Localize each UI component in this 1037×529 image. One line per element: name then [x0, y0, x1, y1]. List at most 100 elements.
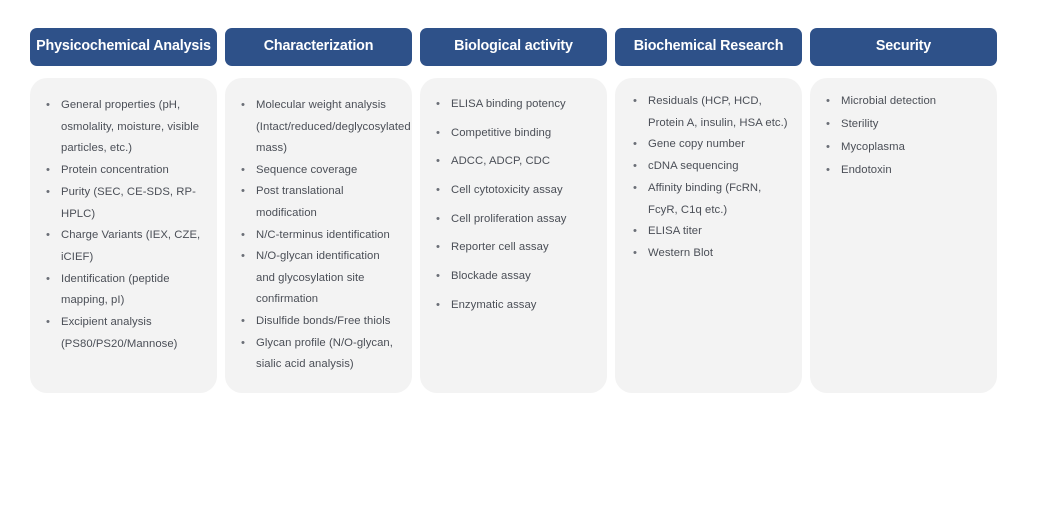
column-card-biological-activity: • ELISA binding potency • Competitive bi… [420, 78, 607, 393]
bullet-dot-icon: • [436, 212, 441, 225]
list-item: • Disulfide bonds/Free thiols [237, 311, 400, 333]
list-item-label: ELISA titer [648, 225, 702, 238]
list-item: • Endotoxin [822, 160, 985, 182]
bullet-dot-icon: • [633, 160, 638, 173]
list-item: • Western Blot [629, 243, 790, 265]
category-column-characterization: Characterization • Molecular weight anal… [225, 28, 412, 393]
list-item: • Cell proliferation assay [432, 209, 595, 231]
bullet-dot-icon: • [826, 164, 831, 176]
column-card-characterization: • Molecular weight analysis (Intact/redu… [225, 78, 412, 393]
column-header-characterization[interactable]: Characterization [225, 28, 412, 66]
list-item-label: Glycan profile (N/O-glycan, sialic acid … [256, 336, 393, 371]
bullet-dot-icon: • [241, 314, 246, 327]
bullet-dot-icon: • [241, 99, 246, 111]
column-header-biochemical-research[interactable]: Biochemical Research [615, 28, 802, 66]
list-item-label: Protein concentration [61, 164, 169, 177]
list-item-label: Sterility [841, 118, 879, 130]
list-item-label: cDNA sequencing [648, 160, 739, 173]
bullet-dot-icon: • [46, 272, 51, 285]
list-item-label: Excipient analysis (PS80/PS20/Mannose) [61, 316, 178, 350]
column-card-physicochemical-analysis: • General properties (pH, osmolality, mo… [30, 78, 217, 393]
bullet-dot-icon: • [436, 298, 441, 311]
bullet-list: • ELISA binding potency • Competitive bi… [432, 94, 595, 316]
column-header-physicochemical-analysis[interactable]: Physicochemical Analysis [30, 28, 217, 66]
bullet-dot-icon: • [46, 99, 51, 111]
list-item-label: ELISA binding potency [451, 98, 566, 110]
bullet-list: • Molecular weight analysis (Intact/redu… [237, 95, 411, 376]
column-header-label: Biochemical Research [633, 38, 784, 55]
bullet-dot-icon: • [826, 141, 831, 153]
column-header-biological-activity[interactable]: Biological activity [420, 28, 607, 66]
bullet-dot-icon: • [633, 138, 638, 151]
list-item-label: ADCC, ADCP, CDC [451, 155, 551, 168]
bullet-dot-icon: • [436, 270, 441, 283]
list-item: • Cell cytotoxicity assay [432, 180, 595, 202]
list-item-label: Disulfide bonds/Free thiols [256, 314, 391, 327]
bullet-dot-icon: • [633, 225, 638, 238]
list-item: • Identification (peptide mapping, pI) [42, 269, 205, 312]
list-item-label: Endotoxin [841, 164, 892, 176]
list-item: • ELISA binding potency [432, 94, 595, 116]
list-item-label: Blockade assay [451, 270, 531, 283]
column-header-security[interactable]: Security [810, 28, 997, 66]
list-item-label: Cell cytotoxicity assay [451, 184, 563, 197]
list-item: • Sequence coverage [237, 160, 400, 182]
category-column-biological-activity: Biological activity • ELISA binding pote… [420, 28, 607, 393]
list-item-label: Residuals (HCP, HCD, Protein A, insulin,… [648, 95, 788, 129]
bullet-list: • Microbial detection • Sterility • Myco… [822, 91, 985, 182]
list-item: • Charge Variants (IEX, CZE, iCIEF) [42, 225, 205, 268]
list-item-label: Identification (peptide mapping, pI) [61, 272, 170, 307]
bullet-dot-icon: • [436, 98, 441, 110]
column-card-security: • Microbial detection • Sterility • Myco… [810, 78, 997, 393]
bullet-dot-icon: • [633, 246, 638, 259]
list-item: • Sterility [822, 114, 985, 136]
bullet-dot-icon: • [241, 185, 246, 198]
list-item-label: Molecular weight analysis (Intact/reduce… [256, 99, 411, 155]
bullet-dot-icon: • [436, 155, 441, 168]
bullet-dot-icon: • [46, 316, 51, 329]
list-item: • Affinity binding (FcRN, FcyR, C1q etc.… [629, 178, 790, 221]
column-header-label: Security [875, 38, 932, 55]
bullet-dot-icon: • [241, 250, 246, 263]
list-item-label: N/C-terminus identification [256, 228, 390, 241]
bullet-dot-icon: • [436, 241, 441, 254]
bullet-dot-icon: • [241, 163, 246, 176]
list-item-label: Competitive binding [451, 126, 552, 139]
bullet-dot-icon: • [826, 95, 831, 107]
bullet-list: • General properties (pH, osmolality, mo… [42, 95, 205, 355]
list-item-label: Post translational modification [256, 185, 344, 219]
bullet-dot-icon: • [436, 184, 441, 197]
list-item: • Gene copy number [629, 134, 790, 156]
list-item: • ADCC, ADCP, CDC [432, 151, 595, 173]
list-item: • Enzymatic assay [432, 295, 595, 317]
bullet-dot-icon: • [46, 164, 51, 177]
list-item: • Reporter cell assay [432, 237, 595, 259]
category-column-biochemical-research: Biochemical Research • Residuals (HCP, H… [615, 28, 802, 393]
list-item-label: Enzymatic assay [451, 298, 537, 311]
list-item: • N/O-glycan identification and glycosyl… [237, 246, 400, 311]
list-item: • Competitive binding [432, 123, 595, 145]
category-board: Physicochemical Analysis • General prope… [30, 28, 998, 393]
list-item: • Molecular weight analysis (Intact/redu… [237, 95, 411, 160]
bullet-dot-icon: • [241, 336, 246, 349]
list-item: • cDNA sequencing [629, 156, 790, 178]
list-item: • Post translational modification [237, 181, 400, 224]
list-item: • Microbial detection [822, 91, 985, 113]
list-item-label: N/O-glycan identification and glycosylat… [256, 250, 380, 306]
list-item: • Blockade assay [432, 266, 595, 288]
list-item-label: Cell proliferation assay [451, 212, 567, 225]
list-item-label: Gene copy number [648, 138, 745, 151]
list-item: • General properties (pH, osmolality, mo… [42, 95, 205, 160]
column-header-label: Physicochemical Analysis [36, 38, 211, 55]
category-column-physicochemical-analysis: Physicochemical Analysis • General prope… [30, 28, 217, 393]
list-item: • N/C-terminus identification [237, 225, 400, 247]
bullet-list: • Residuals (HCP, HCD, Protein A, insuli… [629, 91, 790, 265]
list-item-label: Western Blot [648, 246, 714, 259]
list-item: • ELISA titer [629, 221, 790, 243]
list-item-label: Reporter cell assay [451, 241, 549, 254]
bullet-dot-icon: • [826, 118, 831, 130]
list-item: • Excipient analysis (PS80/PS20/Mannose) [42, 312, 205, 355]
list-item-label: Microbial detection [841, 95, 937, 107]
list-item-label: Purity (SEC, CE-SDS, RP-HPLC) [61, 185, 196, 220]
list-item-label: Sequence coverage [256, 163, 358, 176]
